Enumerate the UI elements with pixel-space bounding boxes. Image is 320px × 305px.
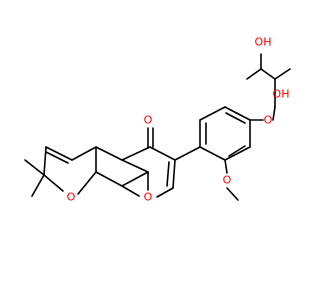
atom-labels: OH OH O O O O O (67, 36, 290, 204)
molecule-canvas: OH OH O O O O O (24, 36, 291, 204)
methoxy-oxygen-label: O (223, 174, 232, 187)
hydroxyl-lower-label: OH (273, 88, 290, 101)
structure-diagram: OH OH O O O O O (24, 36, 291, 204)
ring-oxygen-left-label: O (67, 191, 76, 204)
carbonyl-oxygen-label: O (144, 114, 153, 127)
ring-oxygen-right-label: O (144, 191, 153, 204)
ether-oxygen-label: O (264, 114, 273, 127)
hydroxyl-upper-label: OH (255, 36, 272, 49)
bond-lines (24, 53, 291, 201)
